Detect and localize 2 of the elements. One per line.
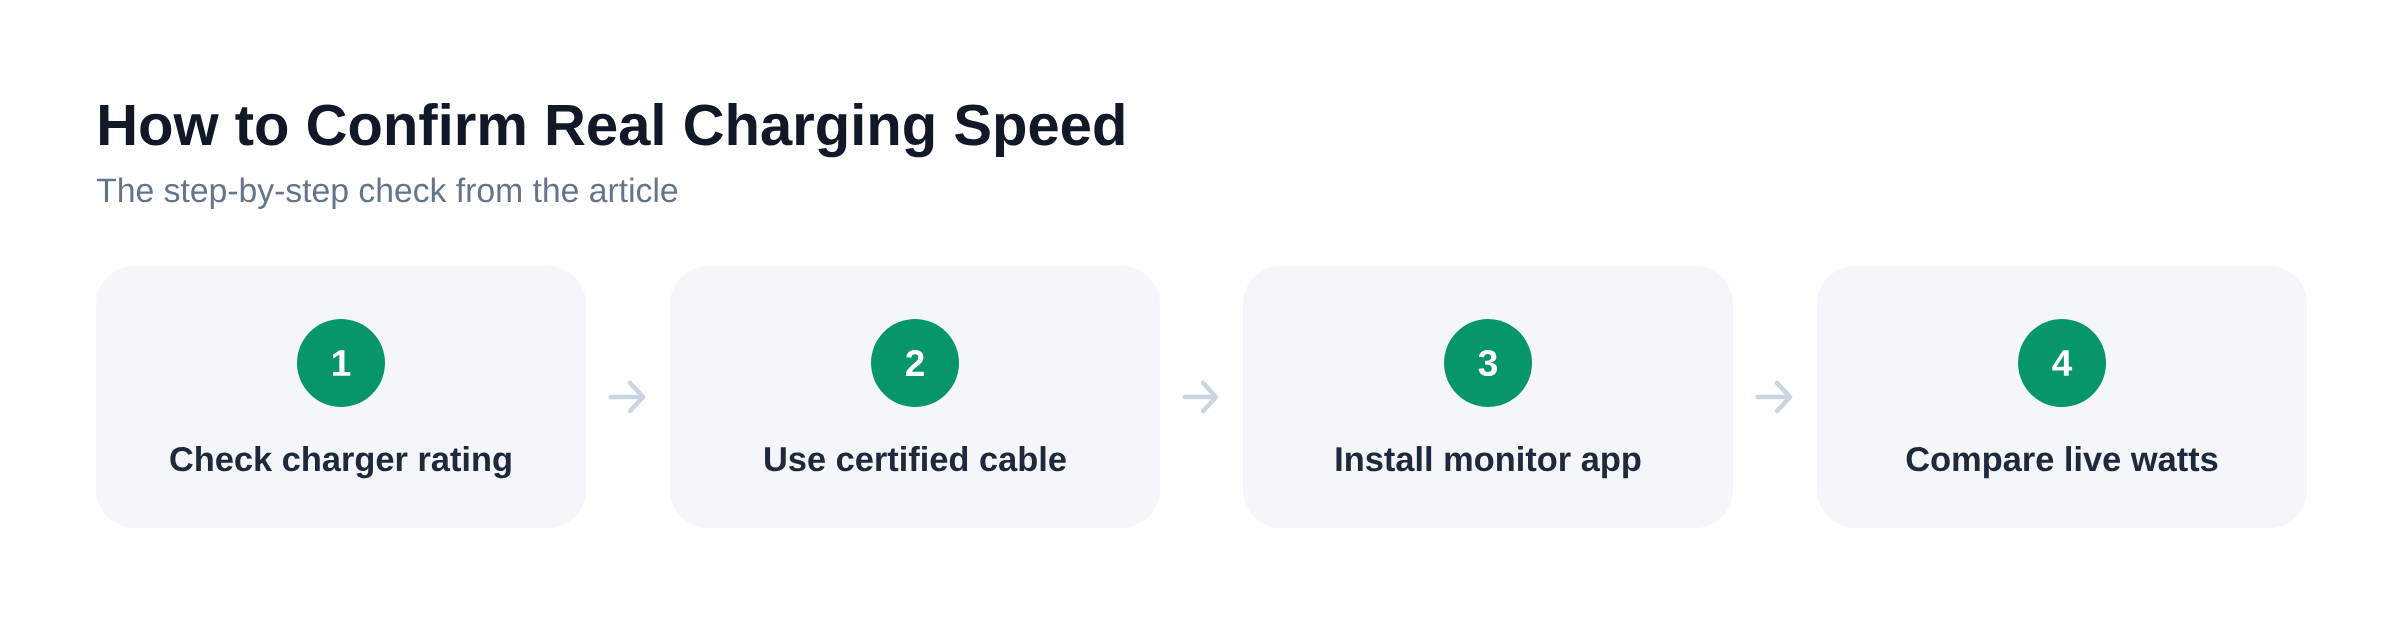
subtitle: The step-by-step check from the article xyxy=(96,177,678,209)
title: How to Confirm Real Charging Speed xyxy=(100,102,1124,158)
